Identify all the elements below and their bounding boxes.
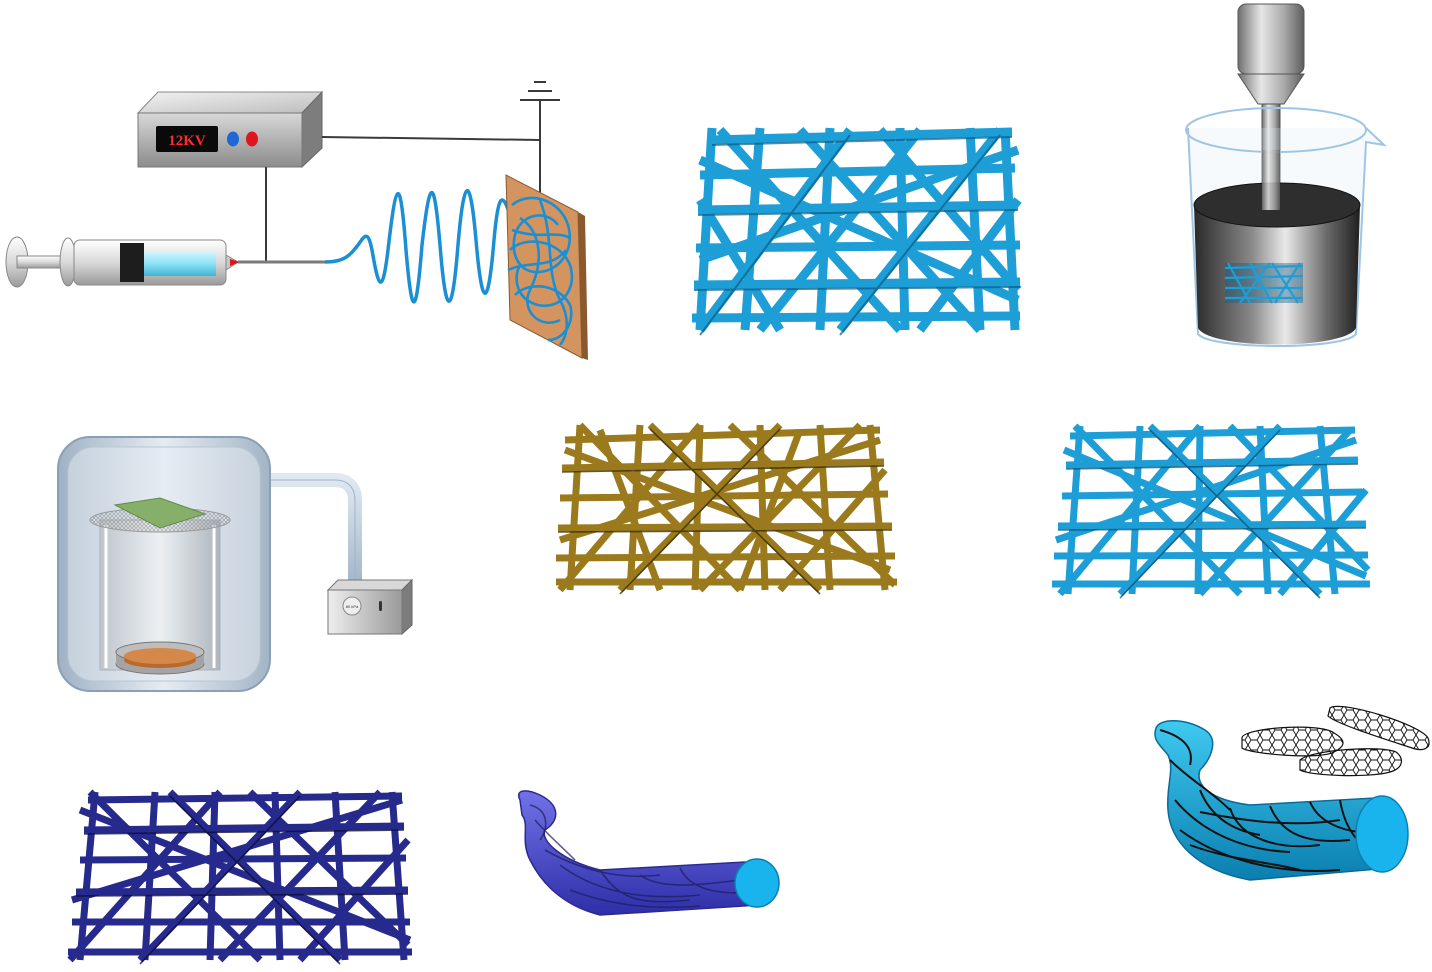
fiber-mat-cyan-coated bbox=[1052, 423, 1371, 599]
voltage-display: 12KV bbox=[168, 133, 206, 149]
graft-lumen-end-cyan bbox=[1355, 795, 1409, 873]
graft-lumen-end bbox=[734, 858, 780, 908]
carbon-nanotube-icon bbox=[1241, 705, 1430, 777]
beaker-icon bbox=[1185, 107, 1388, 347]
wires bbox=[265, 100, 541, 262]
ground-symbol-icon bbox=[520, 81, 560, 101]
polymer-jet bbox=[324, 189, 512, 304]
fiber-mat-gold bbox=[555, 422, 898, 595]
vascular-graft-cyan-icon bbox=[1154, 720, 1409, 881]
vacuum-chamber-setup: 80 kPa bbox=[57, 436, 414, 692]
electrospinning-setup: 12KV bbox=[5, 81, 588, 360]
fiber-mat-navy bbox=[67, 789, 412, 965]
vascular-graft-icon bbox=[518, 790, 780, 916]
fiber-mat-cyan bbox=[691, 126, 1022, 336]
homogenizer-beaker-setup bbox=[1185, 3, 1388, 347]
high-voltage-power-supply-icon: 12KV bbox=[136, 90, 324, 169]
vacuum-chamber-icon bbox=[57, 436, 271, 692]
syringe-icon bbox=[5, 236, 325, 288]
immersed-fiber-mat bbox=[1224, 262, 1304, 304]
collector-plate-icon bbox=[505, 174, 588, 360]
vacuum-pump-icon: 80 kPa bbox=[326, 578, 414, 636]
cnt-coated-graft bbox=[1154, 705, 1430, 881]
sample-film bbox=[113, 497, 207, 529]
gauge-readout: 80 kPa bbox=[346, 604, 359, 609]
vacuum-pipe bbox=[268, 473, 362, 590]
